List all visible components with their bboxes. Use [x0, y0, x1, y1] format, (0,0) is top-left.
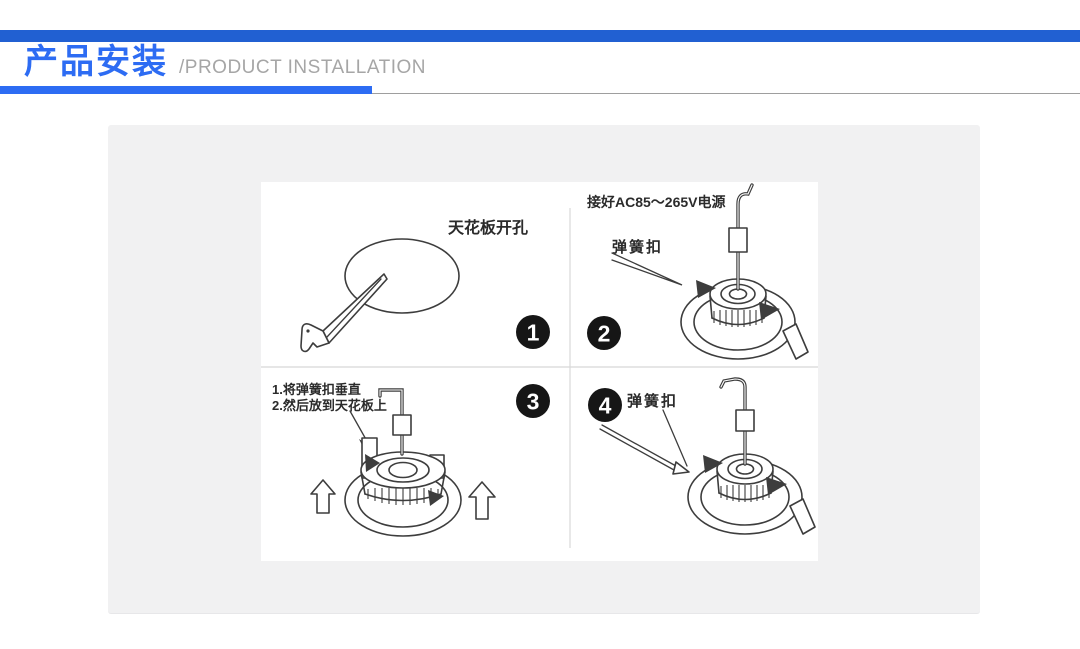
- section-top-divider-bar: [0, 30, 1080, 42]
- step-2-badge: 2: [587, 316, 621, 350]
- downlight-drawing-step2: [680, 183, 809, 360]
- section-title-en: /PRODUCT INSTALLATION: [179, 57, 426, 78]
- ceiling-hole-ellipse: [344, 238, 460, 314]
- heatsink-fins: [367, 488, 439, 505]
- wire-connector: [735, 409, 755, 432]
- wire-connector: [392, 414, 412, 436]
- step-1-badge: 1: [516, 315, 550, 349]
- step-3-badge: 3: [516, 384, 550, 418]
- downlight-drawing-step4: [687, 377, 816, 535]
- spring-clip-pointer: [662, 409, 688, 467]
- step-1-number: 1: [527, 319, 540, 345]
- section-title-cn: 产品安装: [24, 43, 168, 81]
- step-4-cell: 4 弹簧扣: [588, 377, 816, 535]
- arrow-up-icon-right: [468, 481, 496, 520]
- clip-arrow-left: [696, 280, 716, 298]
- power-wire: [378, 388, 412, 456]
- power-label: 接好AC85～265V电源: [587, 194, 726, 210]
- step-3-cell: 1.将弹簧扣垂直 2.然后放到天花板上: [272, 382, 550, 537]
- cutting-knife-icon: [300, 273, 388, 353]
- spring-clip-tab: [782, 323, 809, 360]
- step-1-label: 天花板开孔: [448, 218, 528, 237]
- clip-arrow-right: [428, 490, 444, 506]
- wire-connector: [728, 227, 748, 253]
- heatsink-fins: [713, 310, 763, 327]
- clip-arrow-right: [759, 302, 780, 320]
- step-4-badge: 4: [588, 388, 622, 422]
- spring-clip-label: 弹簧扣: [627, 392, 678, 410]
- clip-arrow-left: [365, 454, 380, 472]
- spring-clip-label: 弹簧扣: [612, 238, 663, 256]
- power-wire: [728, 183, 754, 291]
- clip-arrow-left: [703, 455, 723, 473]
- needle-pointer: [599, 424, 690, 475]
- section-header: 产品安装 /PRODUCT INSTALLATION: [24, 42, 426, 82]
- step-3-instruction-1: 1.将弹簧扣垂直: [272, 382, 361, 397]
- spring-clip-tab: [789, 498, 816, 535]
- step-2-cell: 接好AC85～265V电源 弹簧扣: [587, 183, 809, 360]
- arrow-up-icon-left: [310, 479, 336, 514]
- installation-diagram: 天花板开孔 1 接好AC85～265V电源 弹簧扣: [261, 183, 818, 548]
- installation-diagram-panel: 天花板开孔 1 接好AC85～265V电源 弹簧扣: [261, 182, 818, 561]
- heatsink-fins: [720, 485, 770, 502]
- power-wire: [719, 377, 755, 466]
- step-4-number: 4: [599, 392, 612, 418]
- title-underline: [0, 86, 372, 94]
- step-2-number: 2: [598, 320, 611, 346]
- step-3-number: 3: [527, 388, 540, 414]
- downlight-drawing-step3: [344, 388, 462, 537]
- header-hairline: [0, 93, 1080, 94]
- step-3-instruction-2: 2.然后放到天花板上: [272, 398, 387, 413]
- spring-clip-pointer: [611, 252, 683, 286]
- step-1-cell: 天花板开孔 1: [300, 218, 550, 353]
- clip-arrow-right: [766, 477, 787, 495]
